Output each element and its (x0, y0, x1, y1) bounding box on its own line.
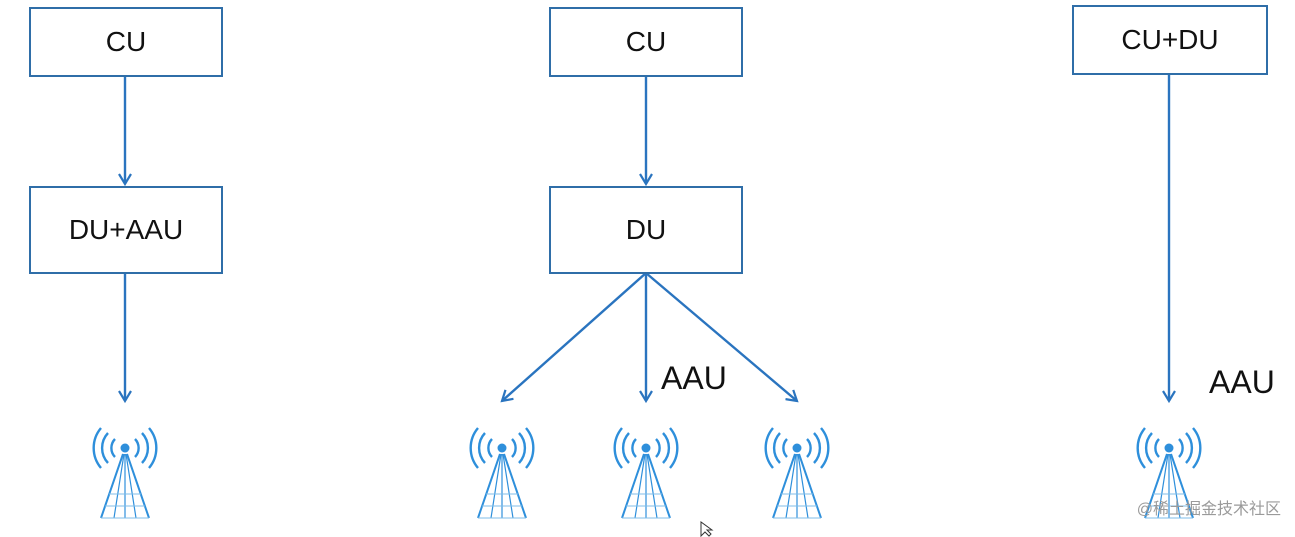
cu-box-arch1-label: CU (105, 26, 147, 57)
cu-du-box-label: CU+DU (1121, 24, 1219, 55)
cu-box-arch2-label: CU (625, 26, 667, 57)
antenna-tower-icon (764, 426, 830, 520)
cu-box-arch1: CU (29, 7, 223, 77)
arrow-du-to-antenna-left (500, 272, 647, 403)
du-box-label: DU (625, 214, 667, 245)
du-aau-box-label: DU+AAU (68, 214, 184, 245)
aau-label-arch2: AAU (661, 360, 727, 396)
antenna-tower-icon (613, 426, 679, 520)
du-aau-box: DU+AAU (29, 186, 223, 274)
antenna-tower-icon (469, 426, 535, 520)
cu-box-arch2: CU (549, 7, 743, 77)
antenna-tower-icon (92, 426, 158, 520)
arrow-du-to-antenna-right (645, 272, 799, 403)
cu-du-box: CU+DU (1072, 5, 1268, 75)
du-box: DU (549, 186, 743, 274)
aau-label-arch3: AAU (1209, 364, 1275, 400)
watermark: @稀土掘金技术社区 (1136, 501, 1281, 518)
cursor-arrow-icon (700, 521, 714, 537)
